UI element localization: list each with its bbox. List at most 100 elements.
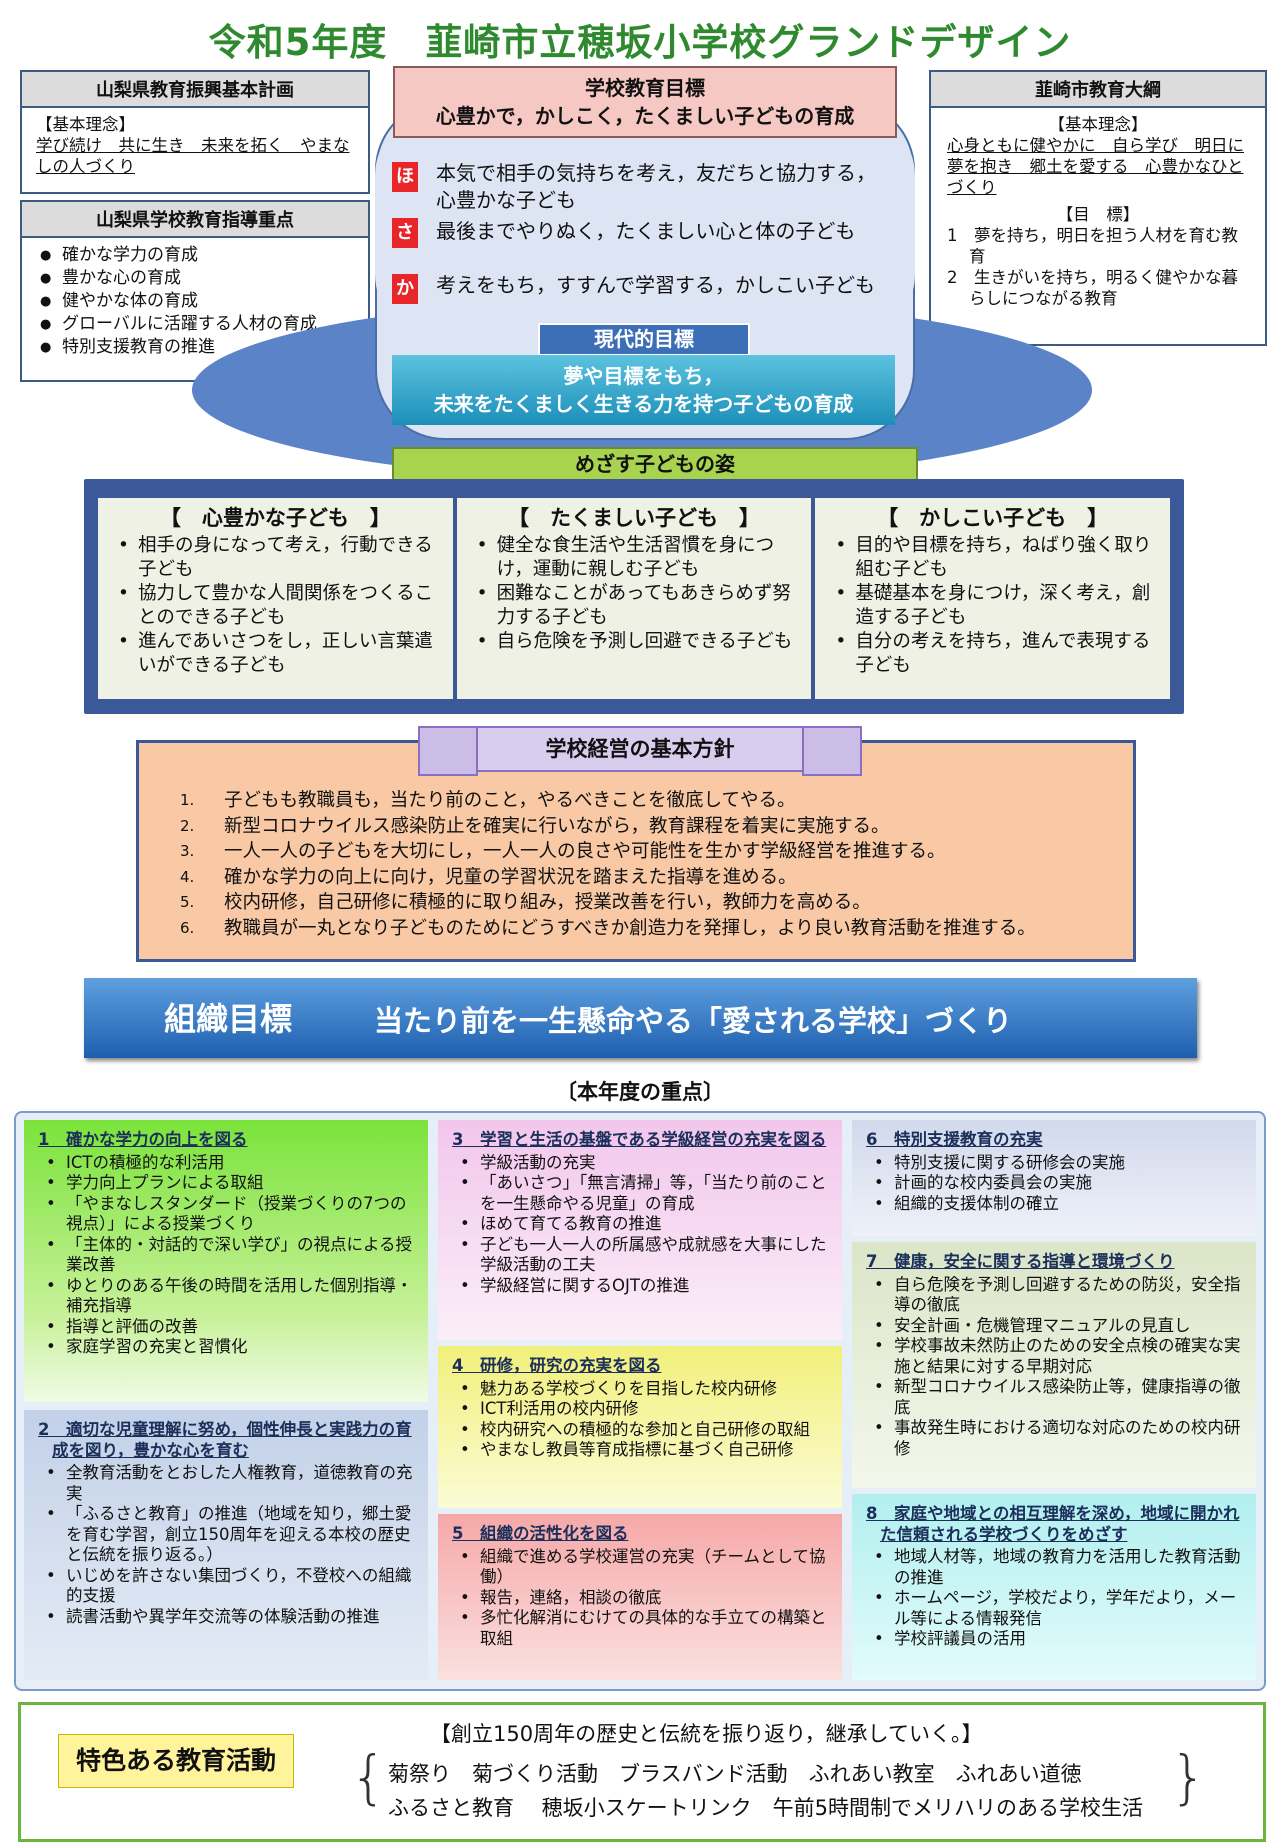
column-title: 【 心豊かな子ども 】	[159, 506, 391, 530]
focus-panel-5: 5 組織の活性化を図る 組織で進める学校運営の充実（チームとして協働） 報告，連…	[438, 1514, 842, 1680]
nirasaki-goal-2: 2 生きがいを持ち，明るく健やかな暮らしにつながる教育	[947, 268, 1238, 308]
policy-title-text: 学校経営の基本方針	[545, 737, 735, 761]
list-item: ICTの積極的な利活用	[38, 1153, 418, 1174]
nirasaki-box: 韮崎市教育大綱 【基本理念】 心身ともに健やかに 自ら学び 明日に夢を抱き 郷土…	[929, 70, 1267, 346]
list-item: 学級活動の充実	[452, 1153, 832, 1174]
focus-panel-7: 7 健康，安全に関する指導と環境づくり 自ら危険を予測し回避するための防災，安全…	[852, 1242, 1256, 1488]
panel-heading: 7 健康，安全に関する指導と環境づくり	[866, 1252, 1175, 1271]
organization-goal-banner: 組織目標 当たり前を一生懸命やる「愛される学校」づくり	[84, 978, 1197, 1058]
list-item: 確かな学力の育成	[32, 244, 358, 267]
list-item: 組織で進める学校運営の充実（チームとして協働）	[452, 1547, 832, 1588]
list-item: 読書活動や異学年交流等の体験活動の推進	[38, 1607, 418, 1628]
item-text: 校内研修，自己研修に積極的に取り組み，授業改善を行い，教師力を高める。	[224, 892, 871, 913]
list-item: 学校事故未然防止のための安全点検の確実な実施と結果に対する早期対応	[866, 1336, 1246, 1377]
list-item: 「やまなしスタンダード（授業づくりの7つの視点）」による授業づくり	[38, 1194, 418, 1235]
guidance-list: 確かな学力の育成 豊かな心の育成 健やかな体の育成 グローバルに活躍する人材の育…	[22, 238, 368, 365]
list-item: 校内研究への積極的な参加と自己研修の取組	[452, 1420, 832, 1441]
list-item: 豊かな心の育成	[32, 267, 358, 290]
list-item: グローバルに活躍する人材の育成	[32, 313, 358, 336]
panel-heading: 4 研修，研究の充実を図る	[452, 1356, 662, 1375]
list-item: 報告，連絡，相談の徹底	[452, 1588, 832, 1609]
panel-heading: 5 組織の活性化を図る	[452, 1524, 629, 1543]
list-item: 自分の考えを持ち，進んで表現する子ども	[827, 630, 1158, 678]
page-title: 令和5年度 韮崎市立穂坂小学校グランドデザイン	[208, 21, 1072, 64]
mezasu-heading: めざす子どもの姿	[392, 447, 918, 482]
list-item: 学級経営に関するOJTの推進	[452, 1276, 832, 1297]
pillar-text: 最後までやりぬく，たくましい心と体の子ども	[436, 219, 856, 243]
list-item: 多忙化解消にむけての具体的な手立ての構築と取組	[452, 1608, 832, 1649]
yamanashi-plan-heading: 山梨県教育振興基本計画	[22, 72, 368, 108]
focus-panel-4: 4 研修，研究の充実を図る 魅力ある学校づくりを目指した校内研修 ICT利活用の…	[438, 1346, 842, 1508]
list-item: ホームページ，学校だより，学年だより，メール等による情報発信	[866, 1588, 1246, 1629]
list-item: ほめて育てる教育の推進	[452, 1214, 832, 1235]
list-item: 学校評議員の活用	[866, 1629, 1246, 1650]
school-goal-box: 学校教育目標 心豊かで，かしこく，たくましい子どもの育成	[393, 66, 897, 138]
list-item: 5. 校内研修，自己研修に積極的に取り組み，授業改善を行い，教師力を高める。	[180, 890, 1120, 916]
list-item: 魅力ある学校づくりを目指した校内研修	[452, 1379, 832, 1400]
list-item: やまなし教員等育成指標に基づく自己研修	[452, 1440, 832, 1461]
pillar-char: ほ	[392, 162, 418, 192]
list-item: 地域人材等，地域の教育力を活用した教育活動の推進	[866, 1547, 1246, 1588]
yamanashi-guidance-box: 山梨県学校教育指導重点 確かな学力の育成 豊かな心の育成 健やかな体の育成 グロ…	[20, 200, 370, 382]
school-goal-label: 学校教育目標	[585, 76, 705, 100]
panel-heading: 3 学習と生活の基盤である学級経営の充実を図る	[452, 1130, 827, 1149]
list-item: 6. 教職員が一丸となり子どものためにどうすべきか創造力を発揮し，より良い教育活動…	[180, 916, 1120, 942]
pillar-char: さ	[392, 218, 418, 248]
policy-list: 1.子どもも教職員も，当たり前のこと，やるべきことを徹底してやる。 2. 新型コロ…	[180, 788, 1120, 941]
child-image-frame: 【 心豊かな子ども 】 相手の身になって考え，行動できる子ども 協力して豊かな人…	[84, 479, 1184, 714]
focus-panel-3: 3 学習と生活の基盤である学級経営の充実を図る 学級活動の充実 「あいさつ」「無…	[438, 1120, 842, 1340]
list-item: 基礎基本を身につけ，深く考え，創造する子ども	[827, 582, 1158, 630]
panel-heading: 1 確かな学力の向上を図る	[38, 1130, 248, 1149]
list-item: 全教育活動をとおした人権教育，道徳教育の充実	[38, 1463, 418, 1504]
item-number: 2.	[180, 816, 195, 835]
list-item: 事故発生時における適切な対応のための校内研修	[866, 1418, 1246, 1459]
panel-heading: 8 家庭や地域との相互理解を深め，地域に開かれた信頼される学校づくりをめざす	[866, 1504, 1240, 1544]
list-item: 指導と評価の改善	[38, 1317, 418, 1338]
list-item: 1.子どもも教職員も，当たり前のこと，やるべきことを徹底してやる。	[180, 788, 1120, 814]
focus-panel-1: 1 確かな学力の向上を図る ICTの積極的な利活用 学力向上プランによる取組 「…	[24, 1120, 428, 1402]
list-item: 2. 新型コロナウイルス感染防止を確実に行いながら，教育課程を着実に実施する。	[180, 814, 1120, 840]
item-number: 5.	[180, 893, 195, 911]
special-activities-line2: ふるさと教育 穂坂小スケートリンク 午前5時間制でメリハリのある学校生活	[388, 1796, 1144, 1820]
right-brace-icon: }	[1170, 1743, 1207, 1811]
item-number: 1.	[180, 791, 195, 809]
special-activities-heading: 【創立150周年の歴史と伝統を振り返り，継承していく。】	[430, 1722, 983, 1746]
list-item: いじめを許さない集団づくり，不登校への組織的支援	[38, 1566, 418, 1607]
yamanashi-plan-box: 山梨県教育振興基本計画 【基本理念】 学び続け 共に生き 未来を拓く やまなしの…	[20, 70, 370, 194]
yamanashi-plan-sub: 【基本理念】	[36, 115, 135, 134]
focus-panel-8: 8 家庭や地域との相互理解を深め，地域に開かれた信頼される学校づくりをめざす 地…	[852, 1494, 1256, 1680]
nirasaki-heading: 韮崎市教育大綱	[931, 72, 1265, 108]
focus-panel-6: 6 特別支援教育の充実 特別支援に関する研修会の実施 計画的な校内委員会の実施 …	[852, 1120, 1256, 1236]
list-item: 子ども一人一人の所属感や成就感を大事にした学級活動の工夫	[452, 1235, 832, 1276]
item-text: 新型コロナウイルス感染防止を確実に行いながら，教育課程を着実に実施する。	[224, 815, 890, 837]
panel-heading: 2 適切な児童理解に努め，個性伸長と実践力の育成を図り，豊かな心を育む	[38, 1420, 412, 1460]
panel-heading: 6 特別支援教育の充実	[866, 1130, 1043, 1149]
nirasaki-goal-label: 【目 標】	[1056, 205, 1140, 224]
organization-goal-text: 当たり前を一生懸命やる「愛される学校」づくり	[374, 1004, 1013, 1038]
modern-goal-box: 夢や目標をもち， 未来をたくましく生きる力を持つ子どもの育成	[392, 355, 895, 425]
item-number: 4.	[180, 867, 195, 886]
list-item: 困難なことがあってもあきらめず努力する子ども	[469, 582, 800, 630]
organization-goal-label: 組織目標	[164, 1000, 293, 1038]
nirasaki-sub: 【基本理念】	[1048, 115, 1148, 134]
list-item: 「あいさつ」「無言清掃」等，「当たり前のことを一生懸命やる児童」の育成	[452, 1173, 832, 1214]
yamanashi-plan-text: 学び続け 共に生き 未来を拓く やまなしの人づくり	[36, 136, 350, 176]
modern-goal-label: 現代的目標	[538, 323, 750, 356]
list-item: 安全計画・危機管理マニュアルの見直し	[866, 1316, 1246, 1337]
item-number: 6.	[180, 918, 195, 937]
item-text: 教職員が一丸となり子どものためにどうすべきか創造力を発揮し，より良い教育活動を推…	[224, 917, 1036, 939]
policy-title: 学校経営の基本方針	[418, 726, 862, 776]
focus-panel-2: 2 適切な児童理解に努め，個性伸長と実践力の育成を図り，豊かな心を育む 全教育活…	[24, 1410, 428, 1680]
pillar-ka: か 考えをもち，すすんで学習する，かしこい子ども	[392, 272, 875, 328]
item-text: 一人一人の子どもを大切にし，一人一人の良さや可能性を生かす学級経営を推進する。	[224, 841, 946, 862]
list-item: 相手の身になって考え，行動できる子ども	[110, 534, 441, 582]
list-item: 新型コロナウイルス感染防止等，健康指導の徹底	[866, 1377, 1246, 1418]
child-image-column: 【 心豊かな子ども 】 相手の身になって考え，行動できる子ども 協力して豊かな人…	[96, 496, 455, 701]
list-item: 特別支援教育の推進	[32, 336, 358, 359]
school-goal-text: 心豊かで，かしこく，たくましい子どもの育成	[435, 104, 855, 128]
policy-frame	[136, 740, 1136, 962]
list-item: 「ふるさと教育」の推進（地域を知り，郷土愛を育む学習，創立150周年を迎える本校…	[38, 1504, 418, 1566]
focus-heading: 〔本年度の重点〕	[556, 1080, 724, 1104]
left-brace-icon: {	[350, 1743, 387, 1811]
pillar-sa: さ 最後までやりぬく，たくましい心と体の子ども	[392, 218, 872, 250]
